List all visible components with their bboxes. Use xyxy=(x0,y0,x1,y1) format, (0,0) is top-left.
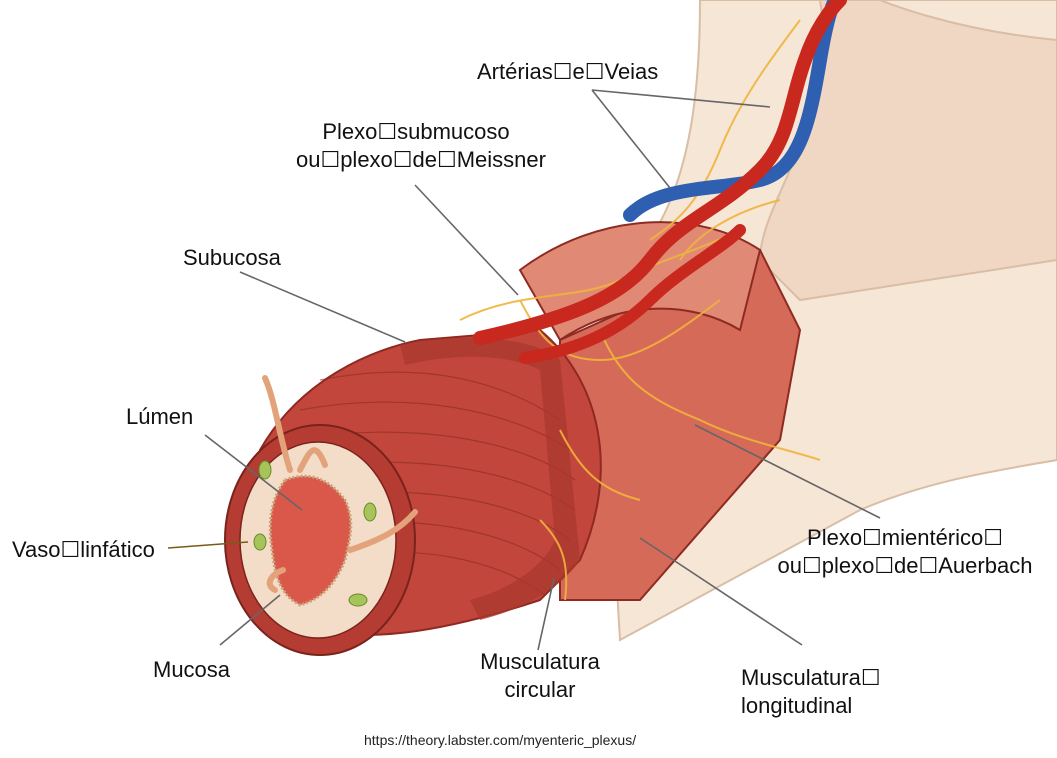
label-mucosa: Mucosa xyxy=(153,656,230,684)
label-plexo-submucoso-line1: Plexo☐submucoso xyxy=(296,118,536,146)
label-musculatura-longitudinal: Musculatura☐ longitudinal xyxy=(741,664,881,720)
label-plexo-submucoso: Plexo☐submucoso ou☐plexo☐de☐Meissner xyxy=(296,118,536,174)
label-plexo-mienterico: Plexo☐mientérico☐ ou☐plexo☐de☐Auerbach xyxy=(770,524,1040,580)
label-plexo-mienterico-line1: Plexo☐mientérico☐ xyxy=(770,524,1040,552)
label-musculatura-circular: Musculatura circular xyxy=(450,648,630,704)
label-musculatura-longitudinal-line1: Musculatura☐ xyxy=(741,664,881,692)
label-musculatura-longitudinal-line2: longitudinal xyxy=(741,692,881,720)
label-arterias-veias: Artérias☐e☐Veias xyxy=(477,58,658,86)
label-musculatura-circular-line2: circular xyxy=(450,676,630,704)
source-url: https://theory.labster.com/myenteric_ple… xyxy=(364,732,636,748)
label-vaso-linfatico: Vaso☐linfático xyxy=(12,536,155,564)
label-plexo-submucoso-line2: ou☐plexo☐de☐Meissner xyxy=(296,146,536,174)
label-lumen: Lúmen xyxy=(126,403,193,431)
label-submucosa: Subucosa xyxy=(183,244,281,272)
label-musculatura-circular-line1: Musculatura xyxy=(450,648,630,676)
label-plexo-mienterico-line2: ou☐plexo☐de☐Auerbach xyxy=(770,552,1040,580)
